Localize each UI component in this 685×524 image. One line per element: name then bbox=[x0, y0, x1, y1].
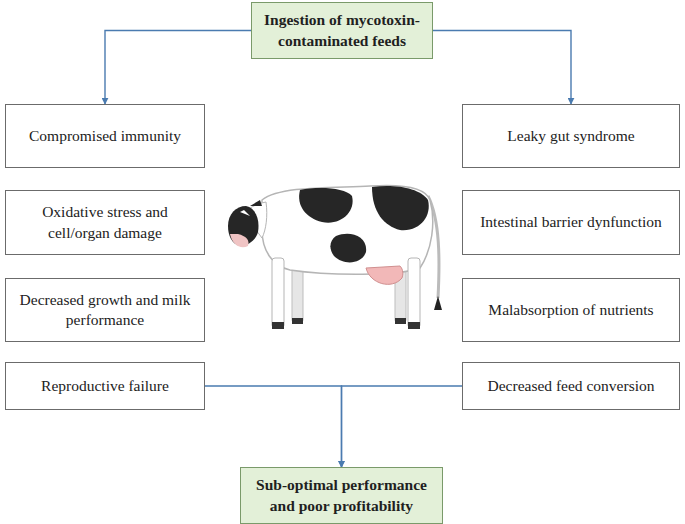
flow-arrow bbox=[105, 31, 251, 105]
box-text: Intestinal barrier dynfunction bbox=[480, 212, 662, 232]
flow-arrow bbox=[205, 386, 342, 467]
box-text: Oxidative stress and cell/organ damage bbox=[14, 202, 196, 242]
box-text: Malabsorption of nutrients bbox=[488, 300, 653, 320]
cow-body bbox=[262, 185, 433, 274]
effect-box: Decreased growth and milk performance bbox=[5, 278, 205, 342]
box-text: Ingestion of mycotoxin-contaminated feed… bbox=[260, 10, 424, 50]
box-text: Sub-optimal performance and poor profita… bbox=[249, 475, 434, 515]
cow-udder bbox=[366, 266, 403, 284]
box-text: Compromised immunity bbox=[29, 126, 181, 146]
cow-ear bbox=[250, 200, 262, 206]
cow-blaze bbox=[240, 210, 250, 216]
flow-arrow bbox=[433, 31, 571, 105]
effect-box: Decreased feed conversion bbox=[462, 362, 680, 410]
cow-patch bbox=[299, 188, 353, 223]
effect-box: Oxidative stress and cell/organ damage bbox=[5, 190, 205, 255]
cow-hoof bbox=[408, 322, 420, 329]
summary-box: Sub-optimal performance and poor profita… bbox=[240, 467, 443, 524]
cow-hoof bbox=[292, 318, 303, 324]
box-text: Reproductive failure bbox=[41, 376, 169, 396]
box-text: Leaky gut syndrome bbox=[507, 126, 634, 146]
effect-box: Intestinal barrier dynfunction bbox=[462, 190, 680, 255]
cow-figure bbox=[228, 185, 442, 329]
cow-leg bbox=[272, 258, 284, 328]
box-text: Decreased growth and milk performance bbox=[14, 290, 196, 330]
effect-box: Leaky gut syndrome bbox=[462, 104, 680, 168]
cow-patch bbox=[330, 234, 366, 263]
effect-box: Reproductive failure bbox=[5, 362, 205, 410]
box-text: Decreased feed conversion bbox=[488, 376, 655, 396]
flow-arrow bbox=[342, 386, 463, 467]
cow-leg bbox=[408, 258, 420, 328]
cow-patch bbox=[372, 186, 429, 230]
summary-box: Ingestion of mycotoxin-contaminated feed… bbox=[251, 2, 433, 59]
effect-box: Compromised immunity bbox=[5, 104, 205, 168]
cow-tail-tip bbox=[434, 296, 442, 310]
cow-hoof bbox=[272, 322, 284, 329]
cow-hoof bbox=[395, 318, 406, 324]
effect-box: Malabsorption of nutrients bbox=[462, 278, 680, 342]
cow-muzzle bbox=[230, 234, 249, 247]
